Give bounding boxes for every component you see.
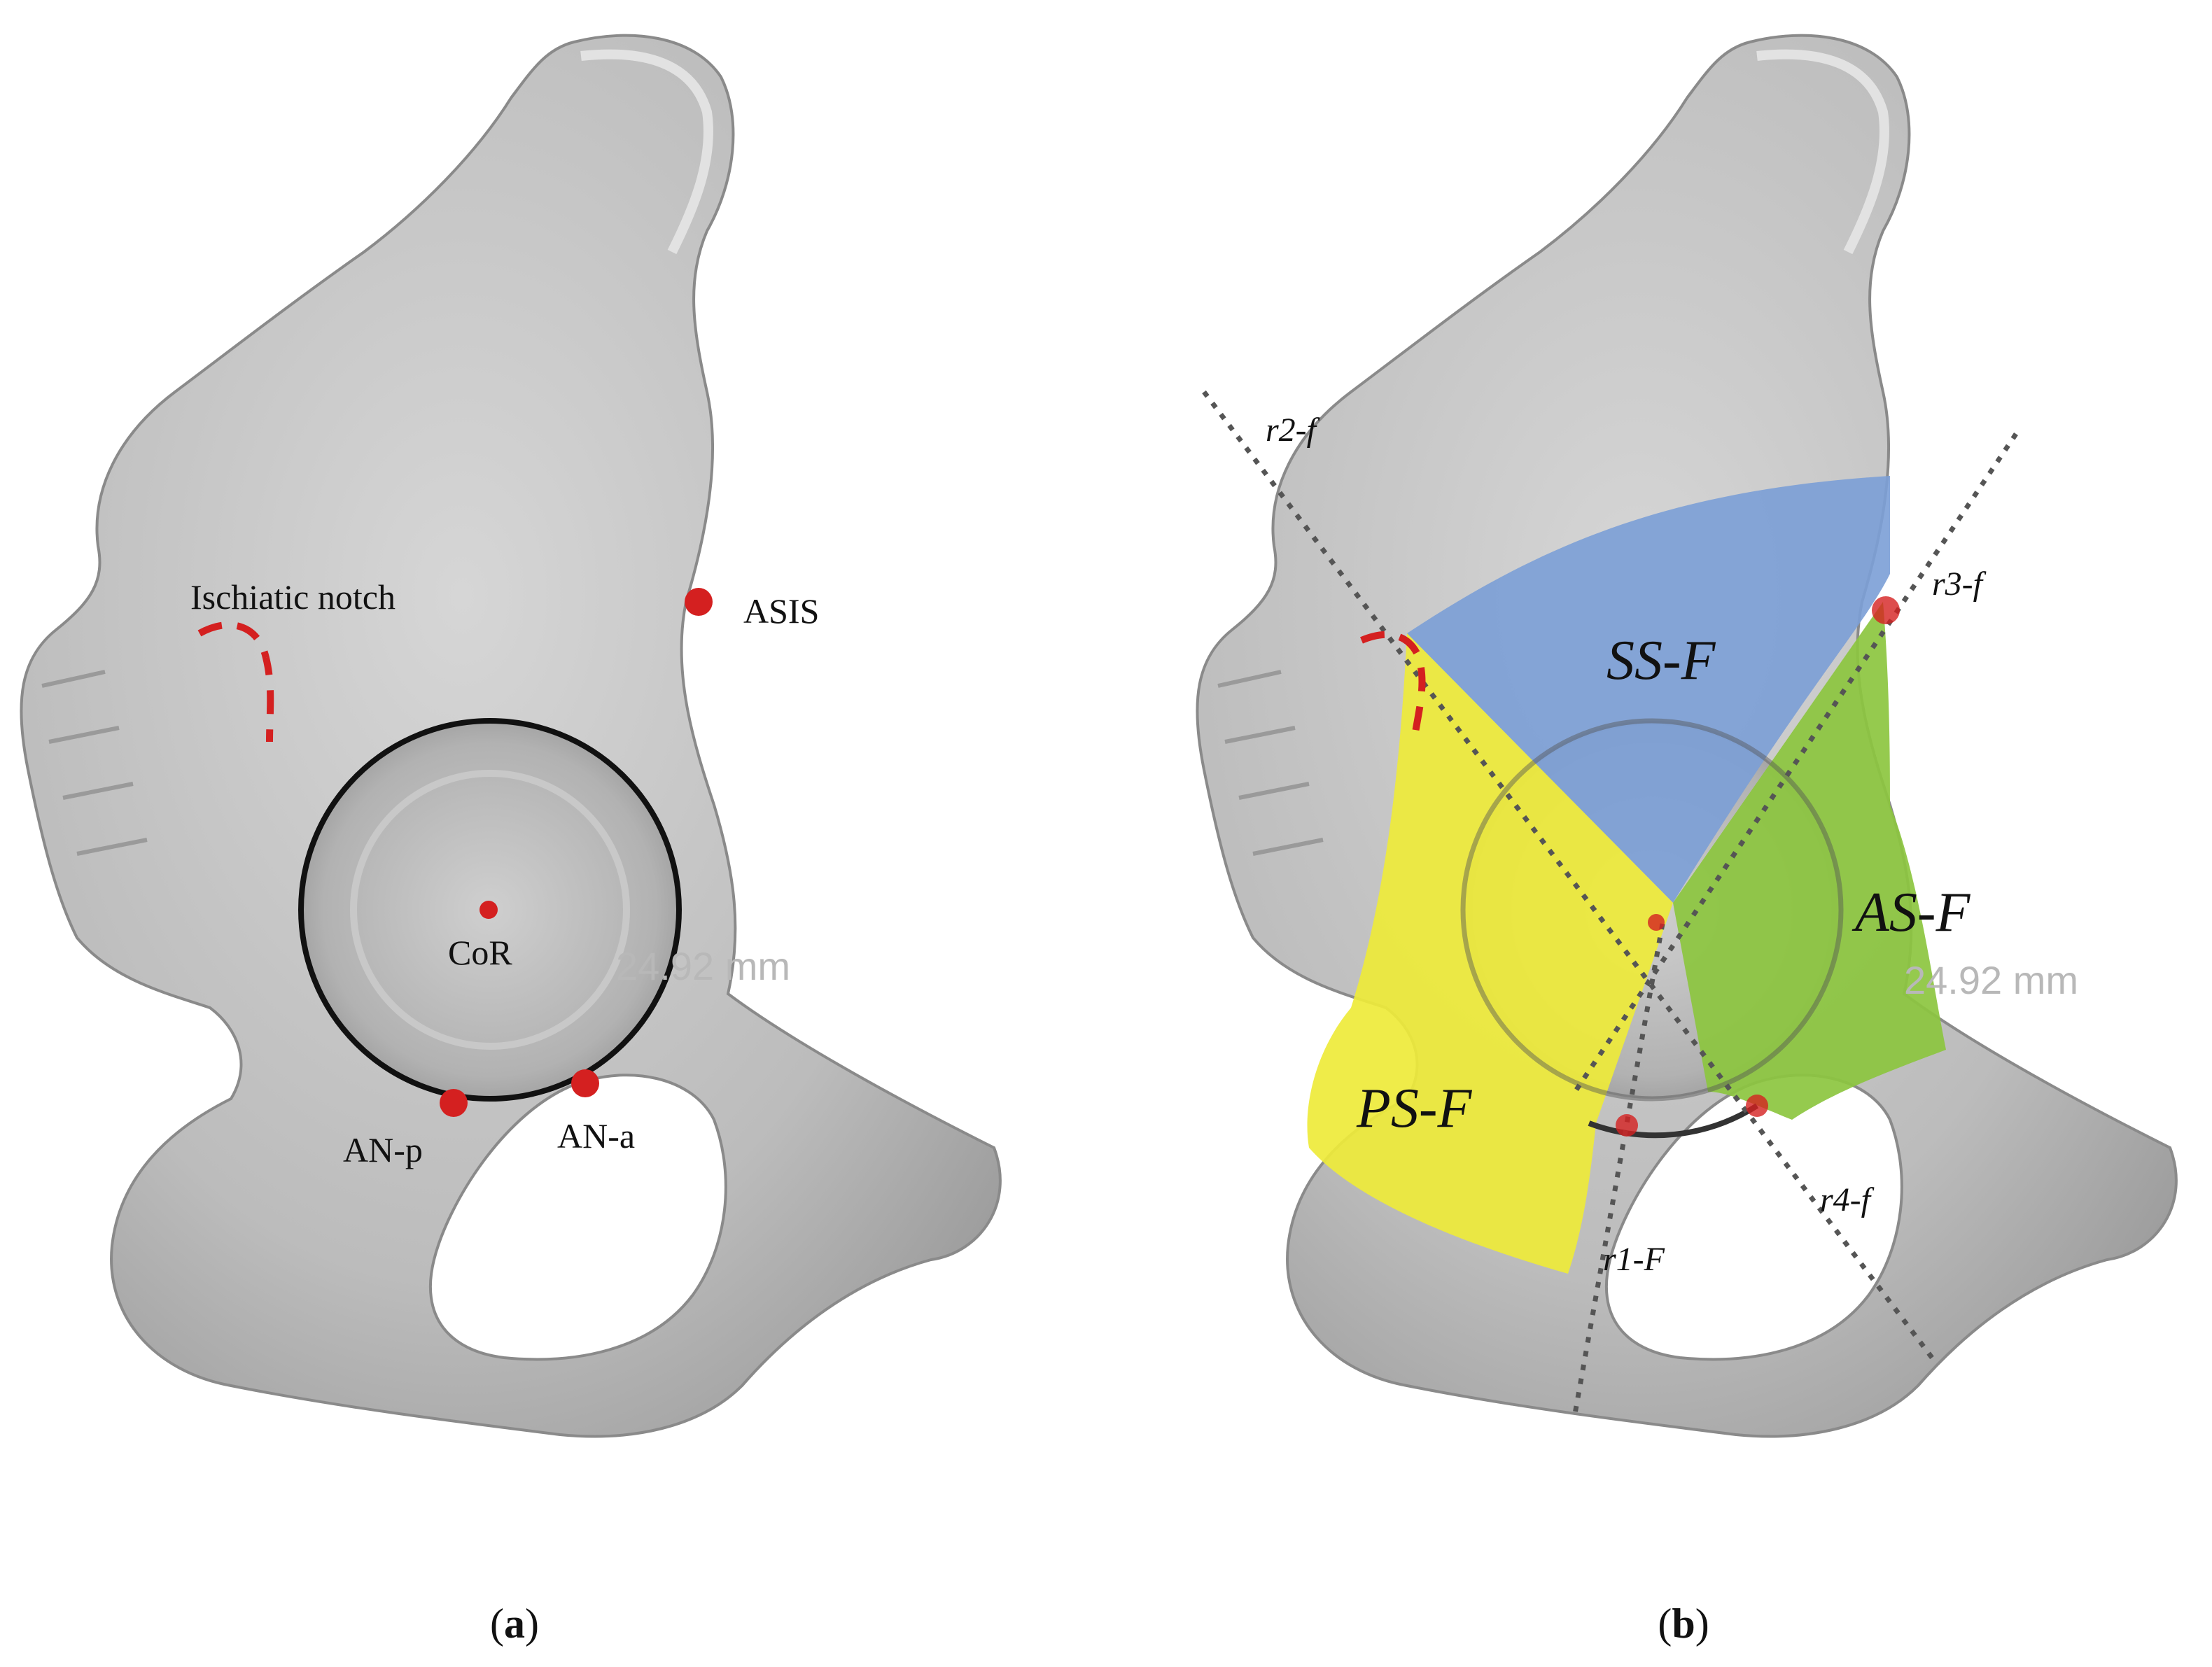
ischiatic-notch-curve	[197, 621, 274, 743]
an-a-marker	[571, 1069, 599, 1097]
label-ss-f: SS-F	[1606, 630, 1716, 691]
caption-b: (b)	[1658, 1601, 1709, 1647]
label-r3-f: r3-f	[1932, 565, 1987, 603]
label-r2-f: r2-f	[1266, 412, 1320, 449]
cor-marker	[479, 901, 498, 919]
panel-b: SS-F AS-F PS-F r2-f r3-f r1-F r4-f 24.92…	[1197, 36, 2176, 1647]
landmarks-b	[1616, 596, 1900, 1137]
label-ischiatic-notch: Ischiatic notch	[190, 577, 396, 617]
acetabular-notch-arc	[1588, 1103, 1759, 1139]
label-r1-f: r1-F	[1603, 1241, 1665, 1278]
label-cor: CoR	[448, 933, 512, 972]
region-ps-f	[1307, 633, 1673, 1274]
caption-a: (a)	[490, 1601, 539, 1647]
label-ps-f: PS-F	[1356, 1078, 1473, 1139]
line-r2-r4	[1202, 390, 1934, 1360]
region-as-f	[1673, 602, 1946, 1120]
label-as-f: AS-F	[1851, 882, 1971, 943]
an-a-marker-b	[1746, 1095, 1768, 1117]
an-p-marker	[440, 1089, 468, 1117]
label-asis: ASIS	[743, 591, 819, 631]
fitted-circle-a	[298, 718, 682, 1102]
region-ss-f	[1407, 476, 1890, 903]
label-an-a: AN-a	[557, 1116, 635, 1155]
landmarks-a	[440, 588, 713, 1117]
label-r4-f: r4-f	[1820, 1181, 1875, 1218]
cor-marker-b	[1648, 914, 1665, 931]
ischiatic-notch-curve-b	[1360, 631, 1426, 743]
asis-marker	[685, 588, 713, 616]
panel-a: Ischiatic notch ASIS CoR 24.92 mm AN-p A…	[21, 36, 1000, 1647]
construction-lines	[1202, 390, 2018, 1414]
an-p-marker-b	[1616, 1114, 1638, 1137]
label-an-p: AN-p	[343, 1130, 423, 1169]
fitted-circle-b	[1460, 718, 1844, 1102]
line-r3	[1573, 432, 2018, 1093]
measurement-b: 24.92 mm	[1904, 958, 2078, 1002]
asis-marker-b	[1872, 596, 1900, 624]
acetabulum-inner-ring	[350, 770, 630, 1050]
measurement-a: 24.92 mm	[616, 944, 790, 988]
